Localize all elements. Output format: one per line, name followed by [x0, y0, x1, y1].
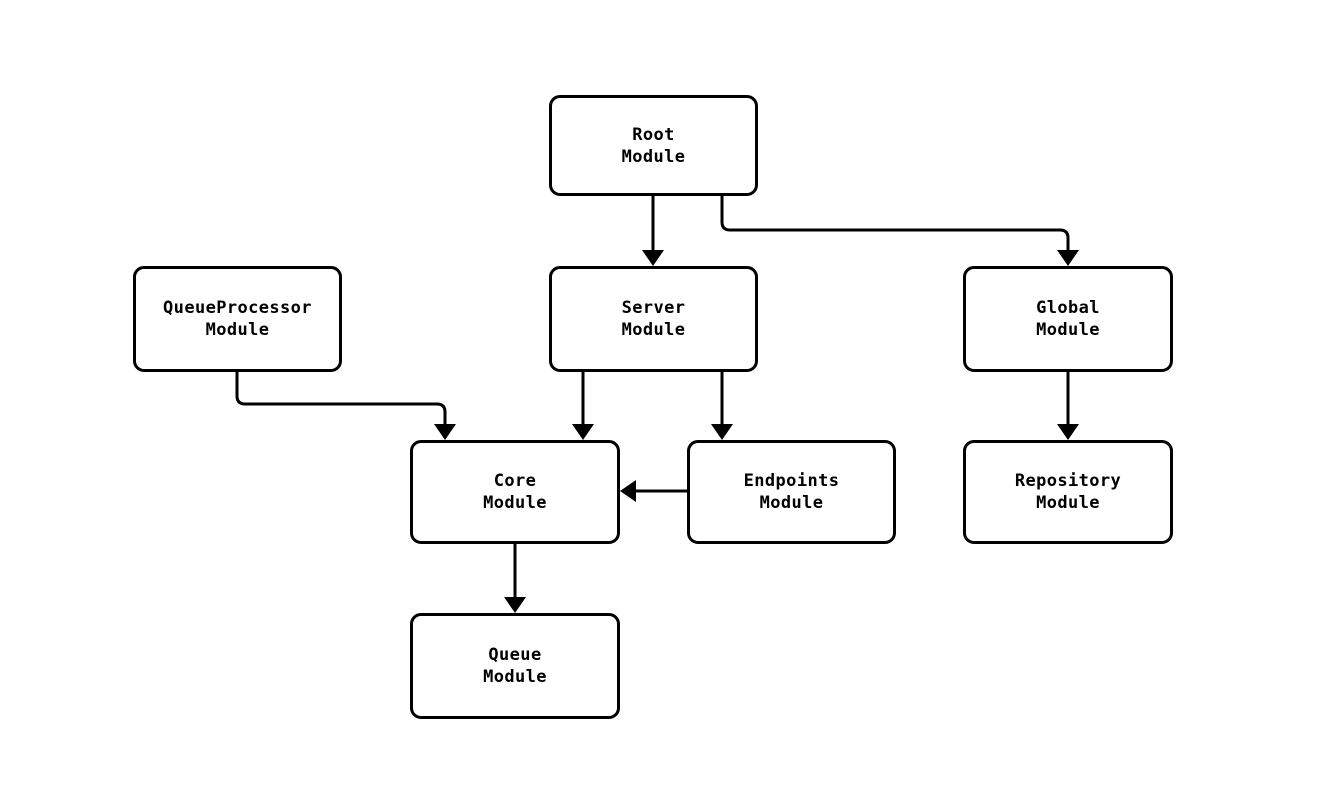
node-label-secondary: Module: [621, 320, 686, 340]
node-label-primary: Server: [621, 298, 686, 318]
edge-line: [720, 196, 1070, 258]
node-label-secondary: Module: [483, 493, 547, 513]
arrowhead: [1057, 250, 1079, 266]
node-label-secondary: Module: [621, 146, 686, 167]
arrowhead: [572, 424, 594, 440]
node-label-primary: Root: [632, 124, 675, 145]
edge-endpoints-to-core: [620, 480, 687, 502]
edge-queueprocessor-to-core: [235, 372, 456, 440]
node-label-primary: Repository: [1014, 471, 1122, 491]
node-label-primary: Core: [493, 471, 537, 491]
node-label-primary: Global: [1036, 298, 1100, 318]
arrowhead: [620, 480, 636, 502]
node-label-primary: QueueProcessor: [163, 298, 312, 318]
node-label-secondary: Module: [759, 493, 824, 513]
node-label-secondary: Module: [1036, 493, 1100, 513]
node-label-secondary: Module: [1036, 320, 1100, 340]
node-label-secondary: Module: [483, 667, 547, 687]
arrowhead: [1057, 424, 1079, 440]
arrowhead: [711, 424, 733, 440]
arrowhead: [642, 250, 664, 266]
edge-server-to-endpoints: [711, 372, 733, 440]
edge-line: [235, 372, 447, 432]
edge-root-to-server: [642, 196, 664, 266]
edge-core-to-queue: [504, 544, 526, 613]
arrowhead: [434, 424, 456, 440]
edge-root-to-global: [720, 196, 1079, 266]
edge-global-to-repository: [1057, 372, 1079, 440]
node-label-primary: Queue: [488, 645, 542, 665]
edge-server-to-core: [572, 372, 594, 440]
node-label-primary: Endpoints: [743, 471, 840, 491]
arrowhead: [504, 597, 526, 613]
node-label-secondary: Module: [205, 320, 270, 340]
